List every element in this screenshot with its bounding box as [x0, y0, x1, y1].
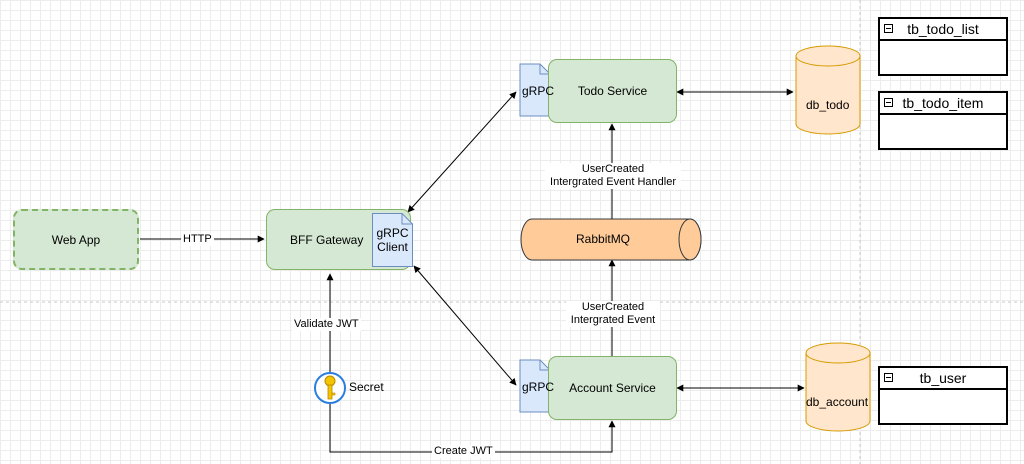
integrated-event-line2: Intergrated Event: [570, 314, 656, 326]
grpc-client-doc[interactable]: gRPC Client: [372, 213, 413, 267]
http-edge-label: HTTP: [181, 233, 214, 246]
edge-bff-todo[interactable]: [407, 91, 517, 213]
integrated-event-line1: UserCreated: [581, 301, 645, 313]
grpc-client-label: gRPC Client: [376, 226, 409, 254]
db-account-cylinder[interactable]: [805, 352, 871, 432]
account-service-node[interactable]: Account Service: [548, 356, 677, 420]
secret-label: Secret: [349, 380, 384, 394]
todo-service-node[interactable]: Todo Service: [548, 59, 677, 123]
web-app-label: Web App: [51, 232, 101, 247]
account-service-label: Account Service: [569, 381, 656, 395]
db-todo-cylinder[interactable]: [795, 55, 861, 135]
create-jwt-edge-label: Create JWT: [432, 445, 495, 458]
event-handler-line2: Intergrated Event Handler: [550, 176, 676, 188]
db-todo-label: db_todo: [806, 98, 850, 112]
collapse-icon[interactable]: [884, 373, 893, 382]
todo-grpc-label: gRPC: [522, 84, 555, 98]
web-app-node[interactable]: Web App: [13, 209, 139, 270]
todo-service-label: Todo Service: [577, 84, 648, 98]
table-tb-todo-item[interactable]: tb_todo_item: [878, 91, 1008, 150]
grpc-client-doc-shape: [372, 213, 413, 267]
table-tb-todo-list[interactable]: tb_todo_list: [878, 17, 1008, 76]
bff-gateway-label: BFF Gateway: [290, 232, 364, 247]
account-grpc-label: gRPC: [522, 380, 555, 394]
db-account-label: db_account: [806, 395, 869, 409]
table-tb-user-header: tb_user: [880, 368, 1006, 390]
key-icon[interactable]: [314, 372, 346, 404]
event-handler-edge-label: UserCreated Intergrated Event Handler: [545, 163, 681, 189]
edge-bff-account[interactable]: [413, 265, 517, 386]
table-tb-todo-item-title: tb_todo_item: [902, 95, 984, 111]
db-account-cylinder-top: [805, 342, 871, 364]
event-handler-line1: UserCreated: [581, 163, 645, 175]
table-tb-todo-list-header: tb_todo_list: [880, 19, 1006, 41]
rabbitmq-label: RabbitMQ: [576, 232, 631, 246]
rabbitmq-cylinder-end: [678, 218, 702, 261]
db-todo-cylinder-top: [795, 45, 861, 67]
validate-jwt-edge-label: Validate JWT: [292, 318, 361, 331]
collapse-icon[interactable]: [884, 24, 893, 33]
todo-grpc-doc-fold: [539, 64, 550, 75]
table-tb-todo-item-header: tb_todo_item: [880, 93, 1006, 115]
table-tb-user-title: tb_user: [919, 370, 967, 386]
table-tb-user[interactable]: tb_user: [878, 366, 1008, 425]
integrated-event-edge-label: UserCreated Intergrated Event: [566, 301, 660, 327]
table-tb-todo-list-title: tb_todo_list: [907, 21, 979, 37]
account-grpc-doc-fold: [539, 360, 550, 371]
collapse-icon[interactable]: [884, 98, 893, 107]
